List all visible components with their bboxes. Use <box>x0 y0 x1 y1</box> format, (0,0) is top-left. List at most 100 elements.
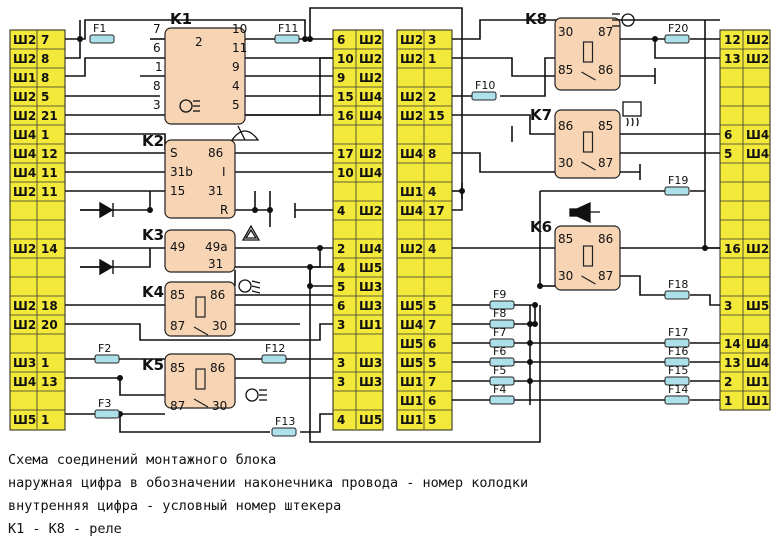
connector-label: Ш5 <box>746 299 769 313</box>
pin-label: 2 <box>337 242 345 256</box>
wire <box>690 190 720 249</box>
connector-label: Ш1 <box>746 394 769 408</box>
fuse-label-f10: F10 <box>475 79 495 92</box>
pin-label: 1 <box>428 52 436 66</box>
pin-label: 8 <box>428 147 436 161</box>
fuse-f14 <box>664 395 690 405</box>
fuse-f9 <box>489 300 515 310</box>
pin-label: 6 <box>428 394 436 408</box>
pin-label: 15 <box>428 109 445 123</box>
connector-label: Ш1 <box>400 394 423 408</box>
relay-k2-body <box>164 139 236 219</box>
relay-k8-name: K8 <box>525 10 547 28</box>
pin-label: 13 <box>724 356 741 370</box>
pin-label: 3 <box>337 375 345 389</box>
relay-k1-pin-label: 1 <box>155 60 163 74</box>
pin-label: 1 <box>41 356 49 370</box>
fuse-label-f11: F11 <box>278 22 298 35</box>
relay-k8-pin-label: 87 <box>598 25 613 39</box>
headlight-icon <box>179 99 200 113</box>
relay-k7-coil <box>582 131 594 153</box>
connector-label: Ш4 <box>13 147 36 161</box>
relay-k5-pin-label: 86 <box>210 361 225 375</box>
relay-k4-contact <box>193 326 209 336</box>
pin-label: 8 <box>41 71 49 85</box>
caption-line-3: внутренняя цифра - условный номер штекер… <box>8 498 342 514</box>
pin-label: 15 <box>337 90 354 104</box>
pin-label: 9 <box>337 71 345 85</box>
pin-label: 3 <box>337 356 345 370</box>
connector-label: Ш3 <box>359 299 382 313</box>
pin-label: 1 <box>724 394 732 408</box>
wire <box>690 294 720 306</box>
caption-line-1: Схема соединений монтажного блока <box>8 452 277 468</box>
fuse-label-f20: F20 <box>668 22 688 35</box>
pin-label: 4 <box>337 204 345 218</box>
fuse-label-f14: F14 <box>668 383 688 396</box>
pin-label: 4 <box>337 261 345 275</box>
connector-label: Ш5 <box>400 356 423 370</box>
wire <box>452 152 555 173</box>
relay-k6-contact <box>581 275 596 285</box>
pin-label: 5 <box>41 90 49 104</box>
connector-label: Ш4 <box>13 375 36 389</box>
pin-label: 16 <box>724 242 741 256</box>
wire <box>452 57 555 77</box>
pin-label: 7 <box>428 318 436 332</box>
relay-k1-pin-label: 7 <box>153 22 161 36</box>
relay-k6-pin-label: 85 <box>558 232 573 246</box>
relay-k6-pin-label: 86 <box>598 232 613 246</box>
relay-k8-pin-label: 85 <box>558 63 573 77</box>
pin-label: 2 <box>428 90 436 104</box>
relay-k7-pin-label: 86 <box>558 119 573 133</box>
pin-label: 6 <box>337 33 345 47</box>
pin-label: 5 <box>337 280 345 294</box>
relay-k1-name: K1 <box>170 10 192 28</box>
connector-label: Ш2 <box>400 52 423 66</box>
relay-k2-pin-label: I <box>222 165 226 179</box>
connector-label: Ш5 <box>13 413 36 427</box>
pin-label: 18 <box>41 299 58 313</box>
pin-label: 4 <box>428 185 436 199</box>
fuse-f18 <box>664 290 690 300</box>
wire <box>65 377 165 396</box>
wire <box>452 114 555 135</box>
connector-label: Ш1 <box>400 413 423 427</box>
relay-k6-pin-label: 30 <box>558 269 573 283</box>
pin-label: 12 <box>41 147 58 161</box>
wire <box>309 267 541 443</box>
fuse-f8 <box>489 319 515 329</box>
wire <box>300 413 333 433</box>
pin-label: 5 <box>428 356 436 370</box>
connector-label: Ш4 <box>359 109 382 123</box>
pin-label: 17 <box>337 147 354 161</box>
relay-k8-contact <box>581 71 596 81</box>
connector-label: Ш2 <box>13 185 36 199</box>
rear-defrost-icon <box>622 101 642 127</box>
connector-strip-mid <box>332 29 384 431</box>
connector-label: Ш2 <box>746 52 769 66</box>
fuse-label-f8: F8 <box>493 307 506 320</box>
fuse-label-f18: F18 <box>668 278 688 291</box>
relay-k1-pin-label: 4 <box>232 79 240 93</box>
connector-label: Ш2 <box>400 90 423 104</box>
wire <box>80 248 151 268</box>
relay-k2-pin-label: 86 <box>208 146 223 160</box>
wire <box>65 57 165 77</box>
relay-k4-pin-label: 30 <box>212 319 227 333</box>
fuse-label-f12: F12 <box>265 342 285 355</box>
relay-k4-coil <box>195 296 206 318</box>
connector-label: Ш3 <box>359 375 382 389</box>
connector-label: Ш5 <box>359 261 382 275</box>
pin-label: 2 <box>724 375 732 389</box>
hazard-triangle-icon <box>241 224 261 241</box>
caption-line-4: K1 - K8 - реле <box>8 521 122 537</box>
pin-label: 7 <box>428 375 436 389</box>
fuse-label-f6: F6 <box>493 345 506 358</box>
wire <box>620 275 665 296</box>
connector-label: Ш4 <box>400 204 423 218</box>
fuse-f16 <box>664 357 690 367</box>
pin-label: 6 <box>724 128 732 142</box>
pin-label: 4 <box>337 413 345 427</box>
connector-label: Ш1 <box>13 71 36 85</box>
